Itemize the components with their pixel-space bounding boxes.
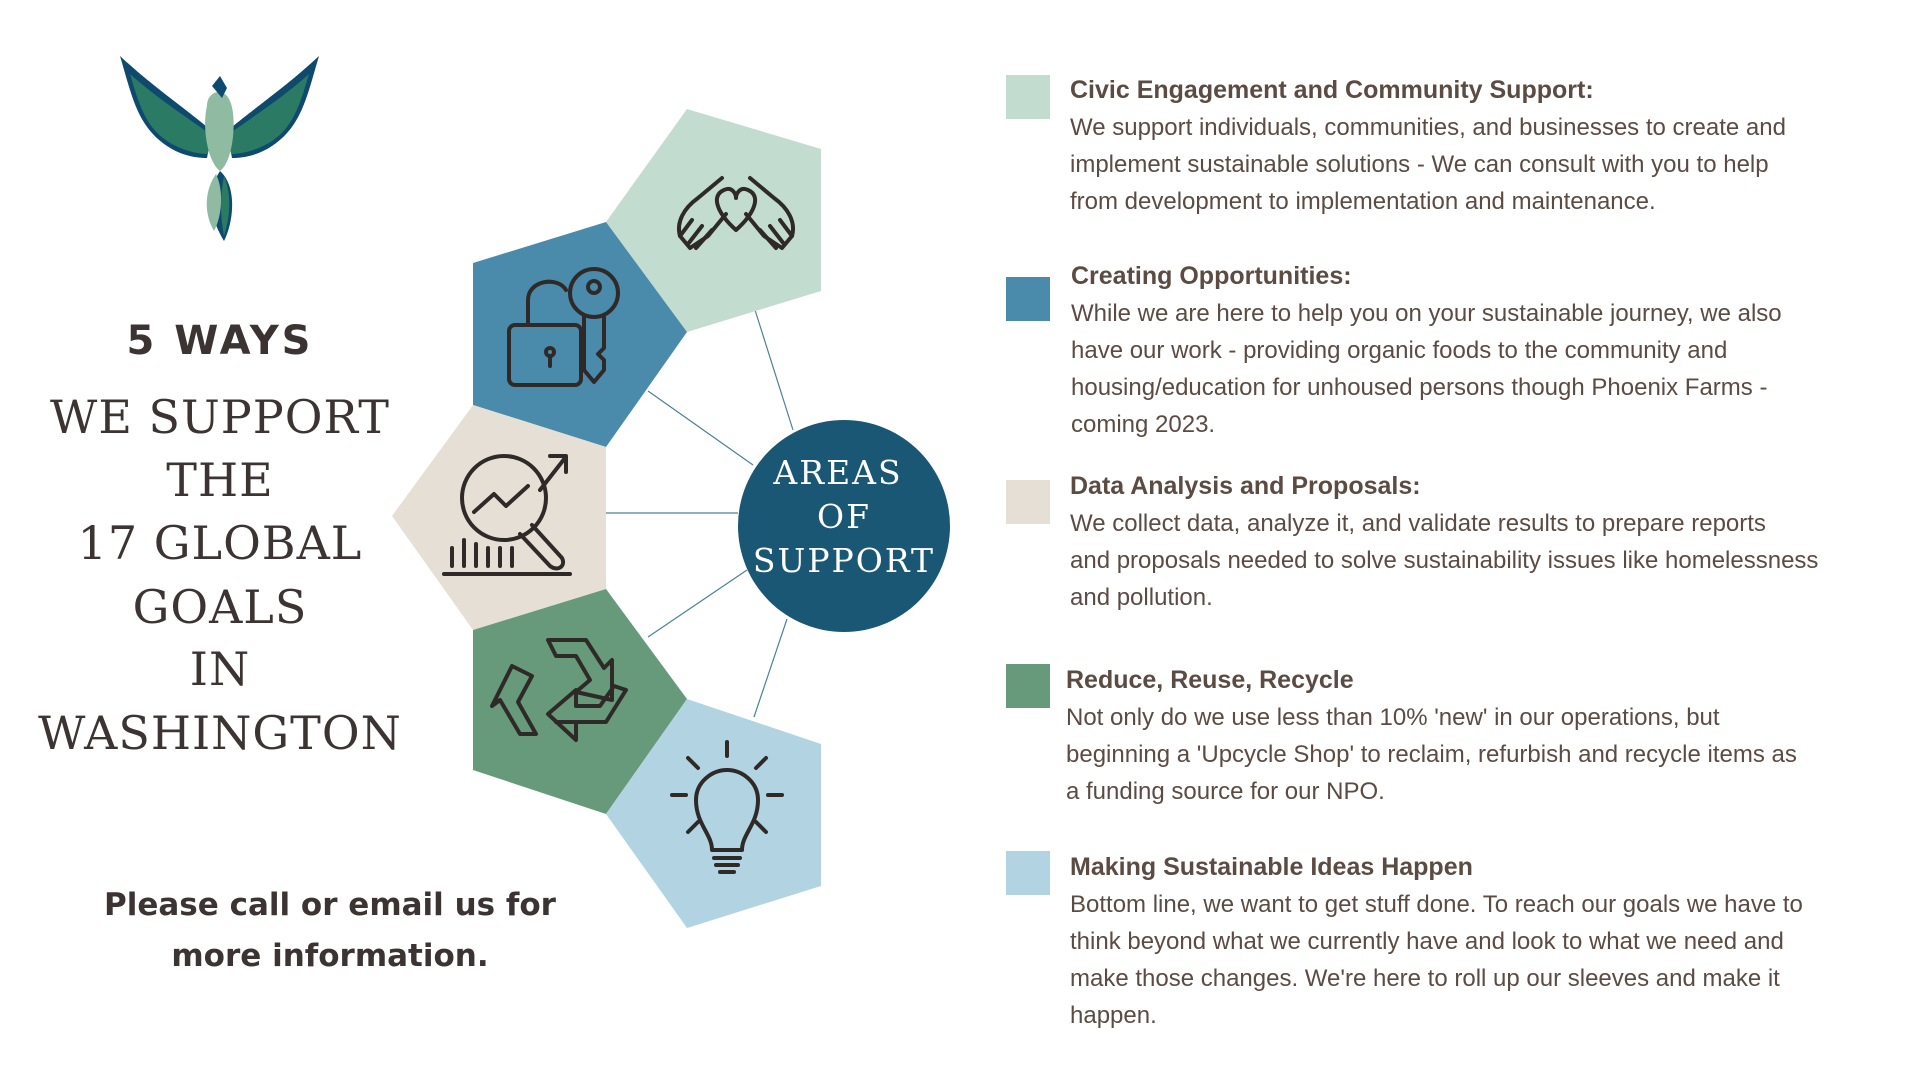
center-label-line: OF <box>817 497 871 536</box>
lightbulb-icon <box>670 740 784 874</box>
legend-swatch-recycle <box>1006 664 1050 708</box>
item-heading-recycle: Reduce, Reuse, Recycle <box>1066 666 1354 694</box>
pentagon-ideas <box>606 699 821 928</box>
item-description-line: happen. <box>1070 1002 1157 1029</box>
item-description-line: think beyond what we currently have and … <box>1070 928 1784 955</box>
contact-line: Please call or email us for <box>104 887 556 923</box>
legend-swatch-opportunities <box>1006 277 1050 321</box>
item-description-line: We collect data, analyze it, and validat… <box>1070 510 1766 537</box>
pentagon-recycle <box>473 589 687 814</box>
areas-of-support-circle <box>738 420 950 632</box>
title-line: THE <box>166 453 274 507</box>
recycle-icon <box>490 638 628 742</box>
pentagon-civic <box>606 109 821 332</box>
item-heading-opportunities: Creating Opportunities: <box>1071 262 1352 290</box>
item-description-line: and pollution. <box>1070 584 1213 611</box>
title-line: GOALS <box>132 580 308 634</box>
item-description-line: implement sustainable solutions - We can… <box>1070 151 1769 178</box>
legend-swatch-civic <box>1006 75 1050 119</box>
contact-message: Please call or email us for more informa… <box>90 880 570 982</box>
connector-lines <box>606 309 794 718</box>
item-heading-data: Data Analysis and Proposals: <box>1070 472 1421 500</box>
item-description-line: Bottom line, we want to get stuff done. … <box>1070 891 1803 918</box>
title-five-ways: 5 WAYS <box>126 318 314 364</box>
item-description-line: We support individuals, communities, and… <box>1070 114 1786 141</box>
contact-line: more information. <box>171 938 489 974</box>
item-heading-civic: Civic Engagement and Community Support: <box>1070 76 1594 104</box>
title-line: WE SUPPORT <box>50 390 390 444</box>
item-heading-ideas: Making Sustainable Ideas Happen <box>1070 853 1473 881</box>
item-description-line: a funding source for our NPO. <box>1066 778 1385 805</box>
legend-swatch-data <box>1006 480 1050 524</box>
item-description-line: While we are here to help you on your su… <box>1071 300 1782 327</box>
title-line: WASHINGTON <box>38 706 402 760</box>
item-description-line: coming 2023. <box>1071 411 1216 438</box>
hands-heart-icon <box>677 176 795 250</box>
magnifier-chart-icon <box>442 454 572 576</box>
item-description-line: make those changes. We're here to roll u… <box>1070 965 1780 992</box>
title-line: IN <box>189 642 251 696</box>
item-description-line: housing/education for unhoused persons t… <box>1071 374 1768 401</box>
item-description-line: have our work - providing organic foods … <box>1071 337 1728 364</box>
center-label-line: AREAS <box>772 453 902 492</box>
legend-swatch-ideas <box>1006 851 1050 895</box>
lock-key-icon <box>507 267 620 387</box>
center-label-line: SUPPORT <box>753 541 935 580</box>
item-description-line: from development to implementation and m… <box>1070 188 1656 215</box>
connector-line <box>647 390 754 466</box>
item-description-line: and proposals needed to solve sustainabi… <box>1070 547 1819 574</box>
item-description-line: Not only do we use less than 10% 'new' i… <box>1066 704 1720 731</box>
item-description-line: beginning a 'Upcycle Shop' to reclaim, r… <box>1066 741 1797 768</box>
connector-line <box>753 618 788 718</box>
pentagon-data <box>392 405 606 630</box>
title-line: 17 GLOBAL <box>77 516 363 570</box>
connector-line <box>754 309 794 431</box>
phoenix-logo <box>120 56 319 241</box>
connector-line <box>647 569 748 638</box>
